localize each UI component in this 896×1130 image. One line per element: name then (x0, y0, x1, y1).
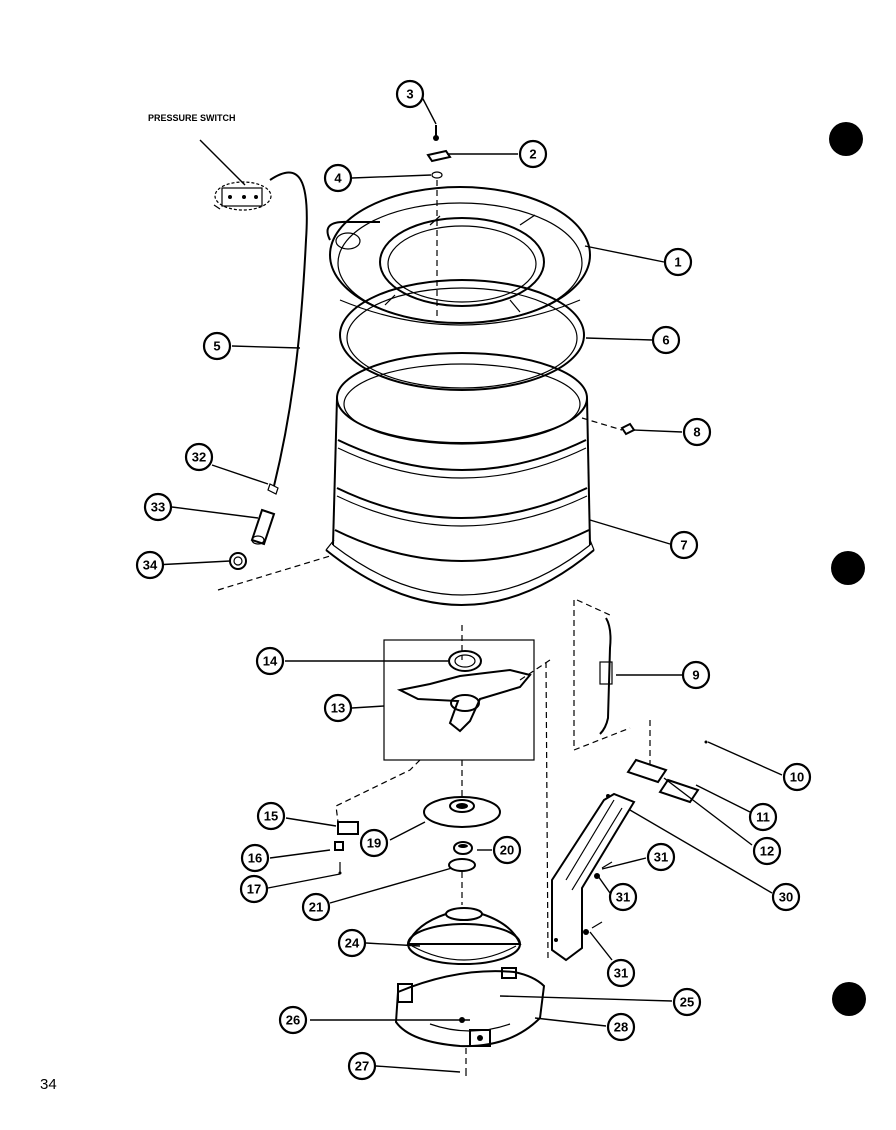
svg-text:4: 4 (334, 171, 342, 186)
svg-text:20: 20 (500, 843, 514, 858)
seal-part (453, 841, 473, 855)
callout-12: 12 (752, 836, 782, 866)
svg-text:3: 3 (406, 87, 413, 102)
bolt-parts (583, 861, 613, 935)
callout-3: 3 (395, 79, 425, 109)
callout-15: 15 (256, 801, 286, 831)
base-plate (394, 967, 546, 1048)
callout-14: 14 (255, 646, 285, 676)
svg-text:34: 34 (143, 558, 158, 573)
svg-text:14: 14 (263, 654, 278, 669)
svg-text:6: 6 (662, 333, 669, 348)
binder-hole-top (829, 122, 863, 156)
callout-27: 27 (347, 1051, 377, 1081)
gear-housing (406, 907, 522, 965)
svg-text:19: 19 (367, 836, 381, 851)
clip-part (426, 149, 452, 163)
callout-31-upper: 31 (646, 842, 676, 872)
callout-2: 2 (518, 139, 548, 169)
hose-connector (250, 508, 276, 546)
pressure-switch-label: PRESSURE SWITCH (148, 113, 236, 123)
callout-13: 13 (323, 693, 353, 723)
callout-21: 21 (301, 892, 331, 922)
svg-text:21: 21 (309, 900, 323, 915)
callout-19: 19 (359, 828, 389, 858)
svg-text:1: 1 (674, 255, 681, 270)
screw-part (433, 125, 439, 141)
svg-text:24: 24 (345, 936, 360, 951)
bracket-clip-parts (334, 821, 359, 875)
tub-cover (326, 186, 591, 326)
callout-24: 24 (337, 928, 367, 958)
callout-33: 33 (143, 492, 173, 522)
callout-11: 11 (748, 802, 778, 832)
callout-1: 1 (663, 247, 693, 277)
mount-plate (423, 796, 501, 828)
callout-26: 26 (278, 1005, 308, 1035)
svg-text:2: 2 (529, 147, 536, 162)
svg-text:12: 12 (760, 844, 774, 859)
svg-text:5: 5 (213, 339, 220, 354)
binder-hole-middle (831, 551, 865, 585)
plate-parts (626, 740, 708, 804)
svg-text:31: 31 (654, 850, 668, 865)
callout-7: 7 (669, 530, 699, 560)
svg-text:32: 32 (192, 450, 206, 465)
callout-6: 6 (651, 325, 681, 355)
pressure-hose (269, 171, 308, 487)
svg-text:9: 9 (692, 668, 699, 683)
drain-hose (599, 617, 613, 735)
svg-text:8: 8 (693, 425, 700, 440)
washer-part (431, 171, 443, 179)
svg-text:16: 16 (248, 851, 262, 866)
callout-4: 4 (323, 163, 353, 193)
svg-text:26: 26 (286, 1013, 300, 1028)
callout-20: 20 (492, 835, 522, 865)
callout-31-lower: 31 (606, 958, 636, 988)
callout-5: 5 (202, 331, 232, 361)
pressure-switch (213, 181, 272, 211)
svg-text:7: 7 (680, 538, 687, 553)
svg-text:27: 27 (355, 1059, 369, 1074)
callout-34: 34 (135, 550, 165, 580)
svg-text:33: 33 (151, 500, 165, 515)
callout-32: 32 (184, 442, 214, 472)
callout-25: 25 (672, 987, 702, 1017)
svg-text:25: 25 (680, 995, 694, 1010)
svg-text:31: 31 (616, 890, 630, 905)
binder-hole-bottom (832, 982, 866, 1016)
svg-text:15: 15 (264, 809, 278, 824)
callout-9: 9 (681, 660, 711, 690)
svg-text:11: 11 (756, 810, 770, 825)
callout-8: 8 (682, 417, 712, 447)
svg-text:31: 31 (614, 966, 628, 981)
page-number: 34 (40, 1076, 57, 1093)
callout-30: 31 (608, 882, 638, 912)
svg-text:10: 10 (790, 770, 804, 785)
callout-10: 10 (782, 762, 812, 792)
callout-28: 28 (606, 1012, 636, 1042)
hub-assembly-box (383, 639, 551, 761)
tub-fitting (620, 422, 636, 436)
tub-cover-gasket (339, 279, 585, 391)
svg-text:13: 13 (331, 701, 345, 716)
svg-text:17: 17 (247, 882, 261, 897)
leg-bracket (551, 792, 636, 962)
outer-tub (325, 352, 595, 606)
washer-21 (448, 858, 476, 872)
svg-text:30: 30 (779, 890, 793, 905)
hose-nut (229, 552, 247, 570)
callout-17: 17 (239, 874, 269, 904)
svg-text:28: 28 (614, 1020, 628, 1035)
callout-29: 30 (771, 882, 801, 912)
callout-16: 16 (240, 843, 270, 873)
